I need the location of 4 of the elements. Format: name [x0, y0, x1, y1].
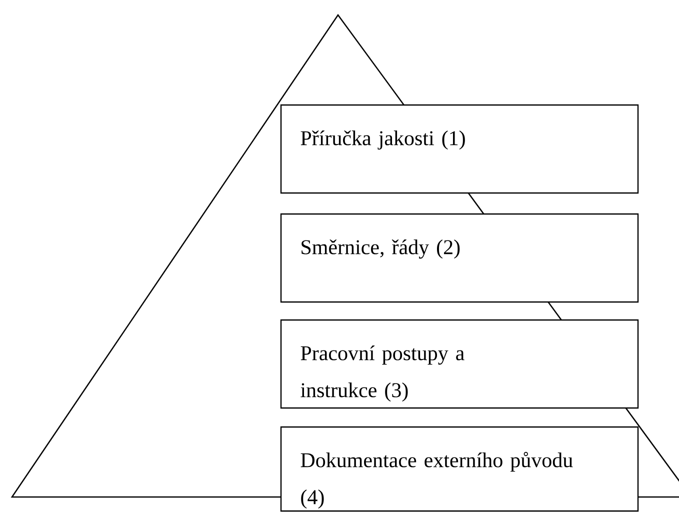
- text-box: Směrnice, řády (2): [280, 213, 639, 303]
- text-box: Dokumentace externího původu (4): [280, 426, 639, 512]
- text-box: Příručka jakosti (1): [280, 104, 639, 194]
- text-box: Pracovní postupy a instrukce (3): [280, 319, 639, 409]
